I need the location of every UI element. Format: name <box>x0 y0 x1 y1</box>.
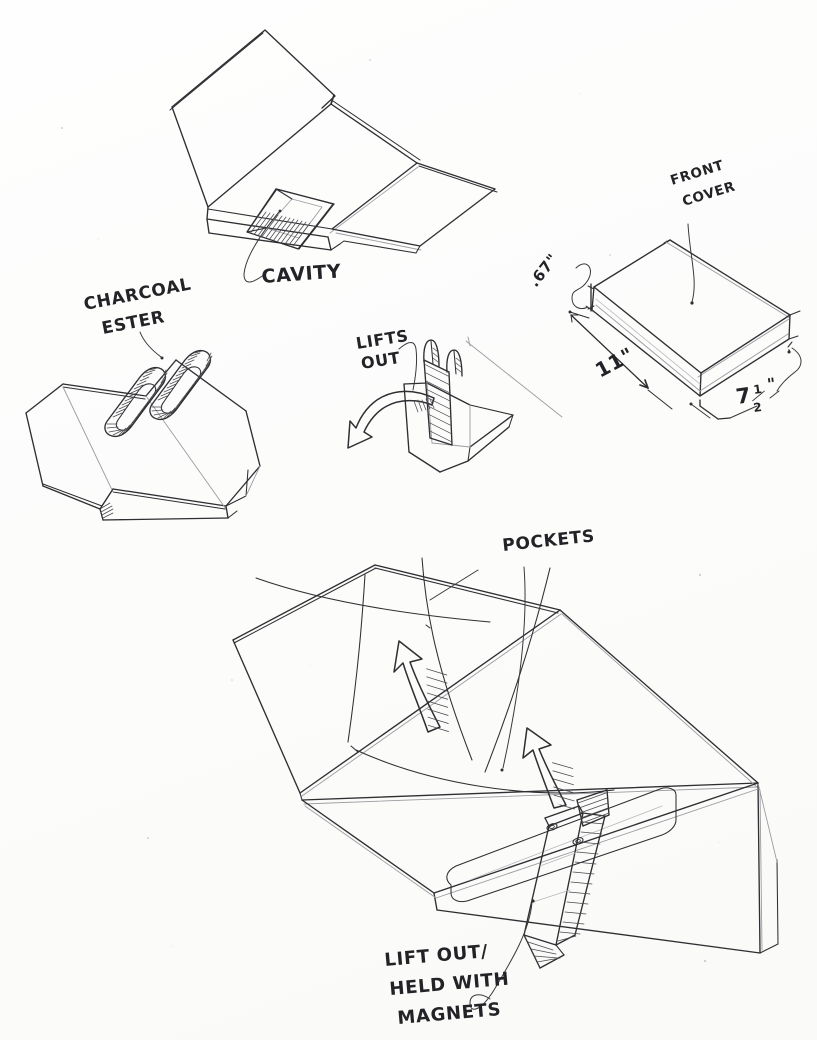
view-charcoal-ester-tray: CHARCOAL ESTER <box>25 274 261 521</box>
view-lifts-out: LIFTS OUT <box>347 326 563 473</box>
label-pockets: POCKETS <box>501 526 596 556</box>
label-cavity: CAVITY <box>261 260 342 288</box>
dimension-height: .67" <box>525 250 562 290</box>
label-magnets-line2: HELD WITH <box>389 969 511 1000</box>
view-open-box-cavity: CAVITY <box>169 29 498 288</box>
dimension-width-whole: 7 <box>734 383 753 409</box>
label-lifts-out-line2: OUT <box>360 348 402 373</box>
label-charcoal-ester-line2: ESTER <box>100 307 166 339</box>
label-charcoal-ester-line1: CHARCOAL <box>82 274 193 314</box>
dimension-width-denominator: 2 <box>752 400 763 415</box>
dimension-width-numerator: 1 <box>752 382 763 397</box>
label-lifts-out-line1: LIFTS <box>355 326 410 353</box>
view-open-box-pockets: POCKETS LIFT OUT/ HELD WITH MAGNETS <box>232 526 779 1029</box>
dimension-width-unit: " <box>766 374 778 394</box>
view-front-cover-dimensions: FRONT COVER .67" 11" 7 1 2 " <box>525 157 802 420</box>
label-magnets-line1: LIFT OUT/ <box>384 941 490 971</box>
magnet-dots <box>546 823 584 845</box>
dimension-length: 11" <box>591 342 638 382</box>
label-magnets-line3: MAGNETS <box>397 999 503 1029</box>
paper-specks <box>61 59 707 963</box>
